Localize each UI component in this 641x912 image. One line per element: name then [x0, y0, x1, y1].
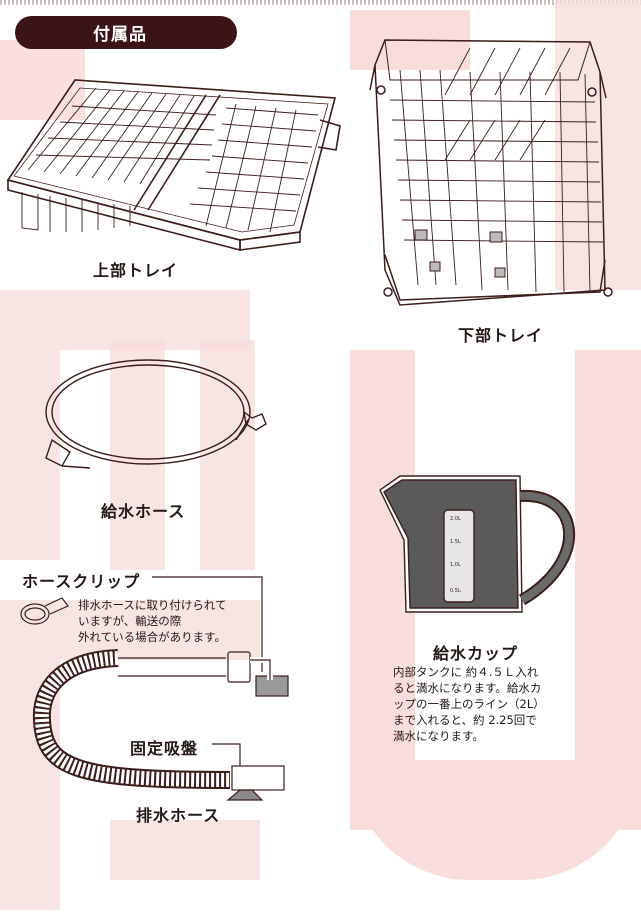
water-cup-label: 給水カップ [433, 644, 519, 663]
inlet-hose-label: 給水ホース [101, 502, 186, 521]
watermark-block [0, 350, 60, 560]
cup-scale-mark: 2.0L [450, 516, 461, 522]
cup-scale-mark: 1.0L [450, 562, 461, 568]
note-line: 満水になります。 [393, 729, 484, 743]
top-dotted-rule [0, 0, 641, 5]
hose-clip-note: 排水ホースに取り付けられて いますが、輸送の際 外れている場合があります。 [78, 597, 227, 645]
watermark-block [110, 340, 165, 570]
section-title: 付属品 [15, 16, 237, 49]
drain-hose-label: 排水ホース [136, 806, 221, 825]
note-line: ると満水になります。給水カ [393, 681, 542, 695]
cup-scale-mark: 0.5L [450, 588, 461, 594]
watermark-block [200, 340, 255, 570]
hose-clip-label: ホースクリップ [22, 572, 141, 591]
note-line: 外れている場合があります。 [78, 630, 227, 644]
watermark-block [0, 40, 85, 120]
watermark-block [350, 350, 415, 830]
lower-tray-label: 下部トレイ [458, 326, 544, 345]
suction-cup-label: 固定吸盤 [130, 739, 199, 758]
note-line: ップの一番上のライン（2L） [393, 697, 545, 711]
watermark-block [575, 350, 641, 830]
note-line: いますが、輸送の際 [78, 614, 182, 628]
note-line: まで入れると、約 2.25回で [393, 713, 537, 727]
cup-scale-mark: 1.5L [450, 539, 461, 545]
note-line: 内部タンクに 約４.５Ｌ入れ [393, 665, 539, 679]
water-cup-note: 内部タンクに 約４.５Ｌ入れ ると満水になります。給水カ ップの一番上のライン（… [393, 664, 545, 744]
upper-tray-label: 上部トレイ [93, 261, 179, 280]
note-line: 排水ホースに取り付けられて [78, 598, 227, 612]
watermark-block [110, 820, 260, 880]
